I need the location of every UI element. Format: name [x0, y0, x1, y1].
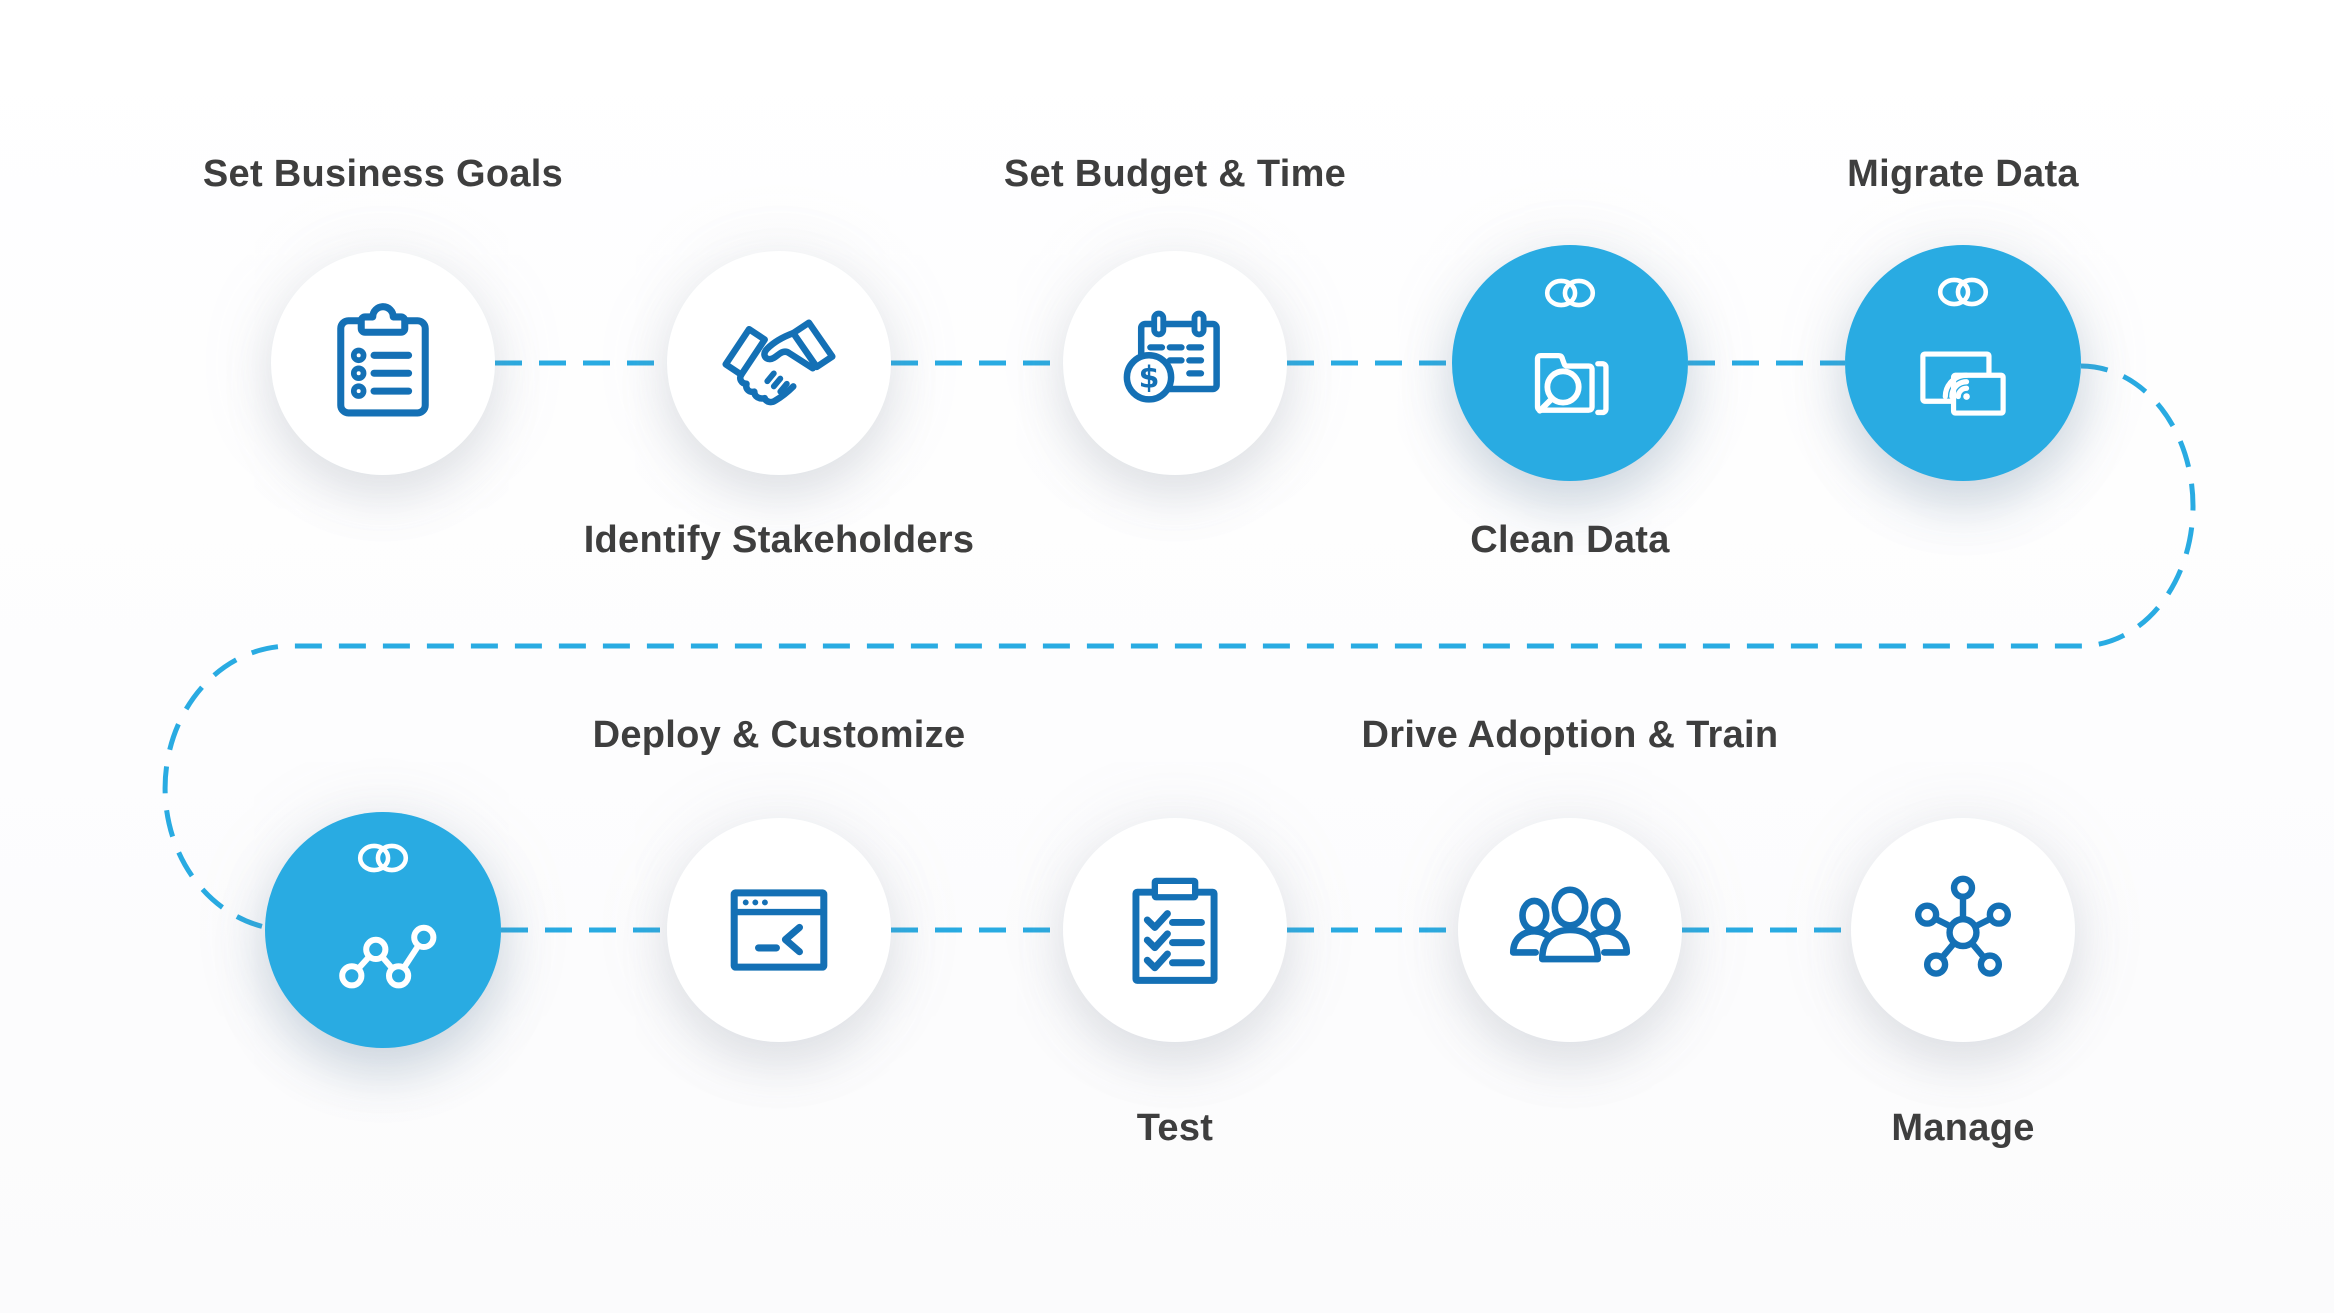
clipboard-list-icon: [337, 303, 429, 417]
link-icon: [1544, 278, 1596, 308]
step-label-set-business-goals: Set Business Goals: [202, 153, 564, 195]
svg-text:$: $: [1139, 361, 1160, 396]
link-icon: [357, 843, 409, 873]
step-node-deploy-customize: [667, 818, 891, 1042]
screen-cast-icon: [1920, 351, 2006, 416]
step-label-test: Test: [1136, 1107, 1214, 1149]
step-label-set-budget-time: Set Budget & Time: [1003, 153, 1347, 195]
line-chart-icon: [339, 924, 437, 989]
handshake-icon: [722, 319, 836, 406]
step-node-migrate-data: [1845, 245, 2081, 481]
step-node-identify-stakeholders: [667, 251, 891, 475]
network-hub-icon: [1915, 875, 2011, 977]
step-label-identify-stakeholders: Identify Stakeholders: [583, 519, 975, 561]
step-label-manage: Manage: [1891, 1107, 2035, 1149]
step-node-set-budget-time: $: [1063, 251, 1287, 475]
step-node-set-business-goals: [271, 251, 495, 475]
link-icon: [1937, 277, 1989, 307]
step-node-test: [1063, 818, 1287, 1042]
step-label-migrate-data: Migrate Data: [1847, 153, 2079, 195]
step-node-drive-adoption-train: [1458, 818, 1682, 1042]
team-icon: [1509, 886, 1631, 963]
terminal-window-icon: [730, 889, 828, 971]
step-label-deploy-customize: Deploy & Customize: [592, 714, 966, 756]
step-label-clean-data: Clean Data: [1470, 519, 1670, 561]
folder-search-icon: [1534, 352, 1609, 416]
calendar-dollar-icon: $: [1123, 310, 1220, 403]
step-node-clean-data: [1452, 245, 1688, 481]
checklist-icon: [1132, 877, 1218, 984]
step-label-drive-adoption-train: Drive Adoption & Train: [1361, 714, 1779, 756]
step-node-analytics: [265, 812, 501, 1048]
step-node-manage: [1851, 818, 2075, 1042]
